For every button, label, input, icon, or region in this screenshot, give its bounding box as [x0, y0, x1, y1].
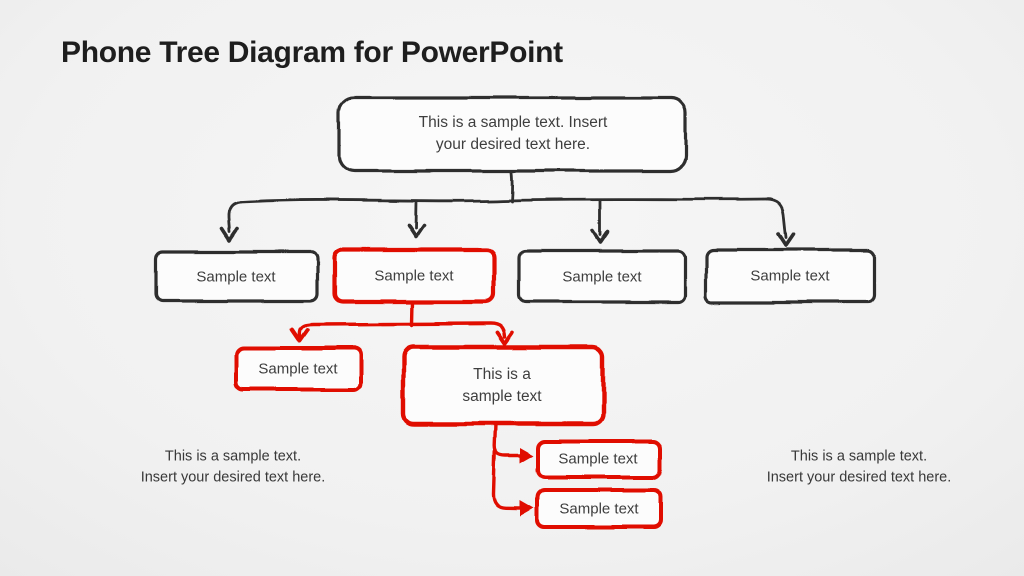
node-branch-4-label: Sample text	[750, 267, 830, 285]
node-leaf-2-shape	[535, 488, 663, 529]
highlighted-connector-lines	[298, 300, 522, 510]
node-sub-left-label: Sample text	[258, 360, 338, 378]
note-right: This is a sample text. Insert your desir…	[766, 448, 952, 486]
node-sub-right-label: This is a sample text	[462, 366, 542, 405]
node-branch-4-shape	[704, 248, 877, 304]
node-branch-2-shape	[331, 247, 497, 305]
note-left: This is a sample text. Insert your desir…	[140, 448, 326, 486]
node-leaf-1-label: Sample text	[558, 450, 638, 468]
node-branch-3-label: Sample text	[562, 268, 642, 286]
highlighted-node-shapes	[234, 247, 663, 529]
node-leaf-2-label: Sample text	[559, 500, 639, 518]
node-root-shape	[337, 96, 688, 173]
node-branch-1-label: Sample text	[196, 268, 276, 286]
node-leaf-1-shape	[536, 439, 661, 479]
node-sub-right-shape	[401, 344, 606, 427]
slide-title: Phone Tree Diagram for PowerPoint	[61, 36, 563, 69]
node-root-label: This is a sample text. Insert your desir…	[418, 114, 608, 153]
down-arrow-icon	[219, 223, 796, 248]
red-arrow-right-icon	[519, 447, 534, 516]
node-sub-left-shape	[234, 346, 362, 392]
red-arrow-icon	[290, 327, 514, 346]
node-branch-2-label: Sample text	[374, 267, 454, 285]
tree-connector-lines	[226, 167, 788, 240]
tree-node-shapes	[154, 96, 877, 304]
node-branch-1-shape	[154, 250, 319, 303]
node-branch-3-shape	[517, 249, 687, 304]
